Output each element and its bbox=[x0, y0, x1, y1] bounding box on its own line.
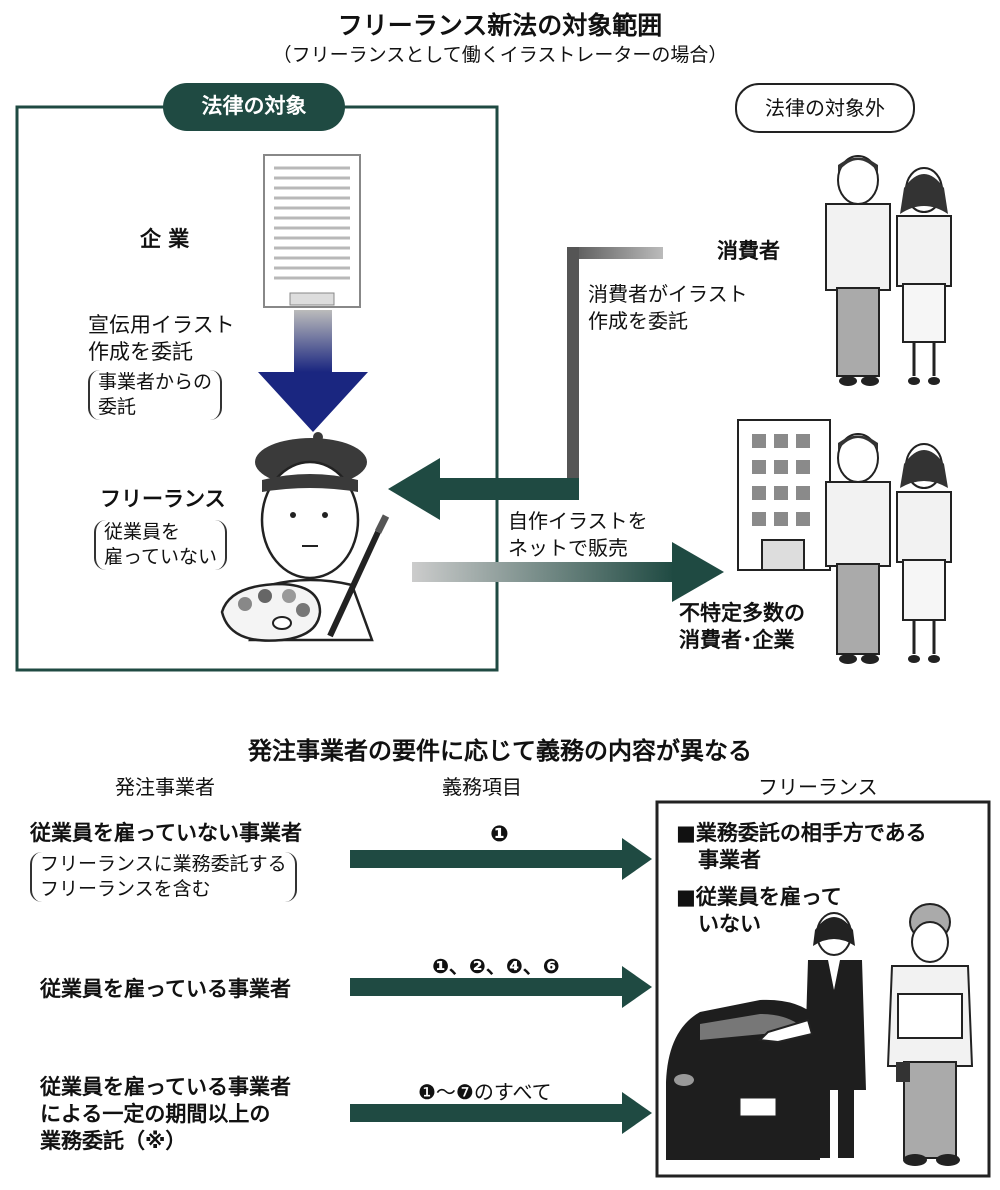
consumer-label: 消費者 bbox=[717, 239, 780, 263]
consumer-note: 消費者がイラスト 作成を委託 bbox=[588, 281, 748, 335]
bottom-heading: 発注事業者の要件に応じて義務の内容が異なる bbox=[248, 737, 752, 765]
row-3-orderer: 従業員を雇っている事業者 による一定の期間以上の 業務委託（※） bbox=[40, 1074, 291, 1155]
commission-note-line-1: 事業者からの bbox=[98, 371, 213, 393]
public-line-2: 消費者･企業 bbox=[679, 628, 795, 652]
public-line-1: 不特定多数の bbox=[679, 601, 805, 625]
freelance-label: フリーランス bbox=[100, 487, 226, 511]
row-1-duty: ❶ bbox=[490, 822, 509, 847]
row-1-orderer-note: フリーランスに業務委託する フリーランスを含む bbox=[30, 852, 297, 902]
duty-arrow-row-1 bbox=[350, 838, 652, 880]
freelance-note: 従業員を 雇っていない bbox=[94, 520, 228, 570]
building-icon bbox=[737, 419, 831, 571]
public-couple-illustration bbox=[825, 433, 952, 664]
online-sales-text: 自作イラストを ネットで販売 bbox=[508, 508, 648, 562]
criteria-1-line-2: 事業者 bbox=[698, 848, 761, 872]
row-1-orderer: 従業員を雇っていない事業者 bbox=[30, 821, 302, 845]
criteria-2-line-2: いない bbox=[698, 912, 761, 936]
criteria-1-line-1: ■業務委託の相手方である bbox=[676, 821, 927, 845]
company-document-icon bbox=[263, 154, 361, 308]
commission-down-arrow bbox=[258, 310, 368, 432]
online-sales-line-1: 自作イラストを bbox=[508, 509, 648, 533]
commission-note: 事業者からの 委託 bbox=[88, 370, 223, 420]
column-duty: 義務項目 bbox=[442, 775, 522, 799]
consumer-note-line-2: 作成を委託 bbox=[588, 309, 688, 333]
online-sales-line-2: ネットで販売 bbox=[508, 536, 628, 560]
criteria-2-line-1: ■従業員を雇って bbox=[676, 885, 842, 909]
freelancer-illustration bbox=[220, 432, 390, 642]
row-2-orderer: 従業員を雇っている事業者 bbox=[40, 977, 291, 1001]
in-scope-label: 法律の対象 bbox=[163, 83, 345, 131]
page-subtitle: （フリーランスとして働くイラストレーターの場合） bbox=[272, 44, 728, 66]
row-1-note-line-1: フリーランスに業務委託する bbox=[40, 853, 287, 875]
delivery-worker-illustration bbox=[886, 903, 974, 1166]
commission-line-1: 宣伝用イラスト bbox=[88, 313, 235, 337]
public-label: 不特定多数の 消費者･企業 bbox=[679, 600, 805, 654]
out-scope-label: 法律の対象外 bbox=[735, 83, 915, 133]
duty-arrow-row-2 bbox=[350, 966, 652, 1008]
company-label: 企 業 bbox=[140, 227, 190, 251]
freelance-note-line-2: 雇っていない bbox=[104, 546, 218, 568]
page-title: フリーランス新法の対象範囲 bbox=[337, 11, 663, 40]
commission-note-line-2: 委託 bbox=[98, 396, 137, 418]
column-freelance: フリーランス bbox=[758, 775, 878, 799]
consumer-commission-arrow bbox=[388, 247, 663, 520]
column-orderer: 発注事業者 bbox=[115, 775, 215, 799]
online-sales-arrow bbox=[412, 542, 724, 602]
commission-text: 宣伝用イラスト 作成を委託 bbox=[88, 312, 235, 366]
criteria-1: ■業務委託の相手方である 事業者 bbox=[676, 820, 927, 874]
consumer-couple-illustration bbox=[825, 155, 952, 386]
row-3-line-3: 業務委託（※） bbox=[40, 1129, 187, 1153]
consumer-note-line-1: 消費者がイラスト bbox=[588, 282, 748, 306]
row-3-line-2: による一定の期間以上の bbox=[40, 1102, 271, 1126]
row-1-note-line-2: フリーランスを含む bbox=[40, 878, 211, 900]
commission-line-2: 作成を委託 bbox=[88, 340, 193, 364]
freelance-note-line-1: 従業員を bbox=[104, 521, 181, 543]
criteria-2: ■従業員を雇って いない bbox=[676, 884, 842, 938]
row-3-duty: ❶～❼のすべて bbox=[418, 1080, 552, 1104]
row-2-duty: ❶、❷、❹、❻ bbox=[432, 954, 560, 978]
businesswoman-illustration bbox=[757, 912, 866, 1158]
duty-arrow-row-3 bbox=[350, 1092, 652, 1134]
row-3-line-1: 従業員を雇っている事業者 bbox=[40, 1075, 291, 1099]
